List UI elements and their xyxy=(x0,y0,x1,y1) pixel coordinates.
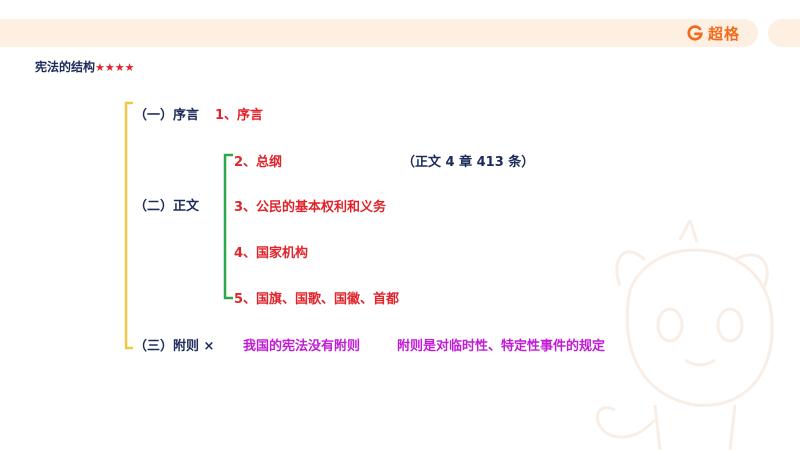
appendix-note-2: 附则是对临时性、特定性事件的规定 xyxy=(397,339,606,354)
header-bar xyxy=(0,19,758,47)
appendix-note-1: 我国的宪法没有附则 xyxy=(243,339,361,354)
main-text-note: （正文 4 章 413 条） xyxy=(402,155,535,170)
brand-logo: 超格 xyxy=(686,22,740,44)
section-appendix-label: （三）附则 × xyxy=(134,339,215,354)
section-preamble-label: （一）序言 xyxy=(134,108,200,123)
page-title: 宪法的结构★★★★ xyxy=(35,58,134,75)
main-text-item-2: 3、公民的基本权利和义务 xyxy=(234,200,387,215)
outer-bracket xyxy=(124,101,133,350)
importance-stars: ★★★★ xyxy=(95,61,135,74)
main-text-item-1: 2、总纲 xyxy=(234,155,283,170)
mascot-watermark xyxy=(595,220,774,450)
header-bar-tail xyxy=(768,19,800,47)
section-main-text-label: （二）正文 xyxy=(134,199,200,214)
preamble-item: 1、序言 xyxy=(215,108,264,123)
title-text: 宪法的结构 xyxy=(35,60,96,74)
main-text-item-3: 4、国家机构 xyxy=(234,246,309,261)
brand-name: 超格 xyxy=(708,24,741,43)
main-text-item-4: 5、国旗、国歌、国徽、首都 xyxy=(234,292,400,307)
inner-bracket xyxy=(223,153,233,300)
brand-g-icon xyxy=(687,25,703,41)
